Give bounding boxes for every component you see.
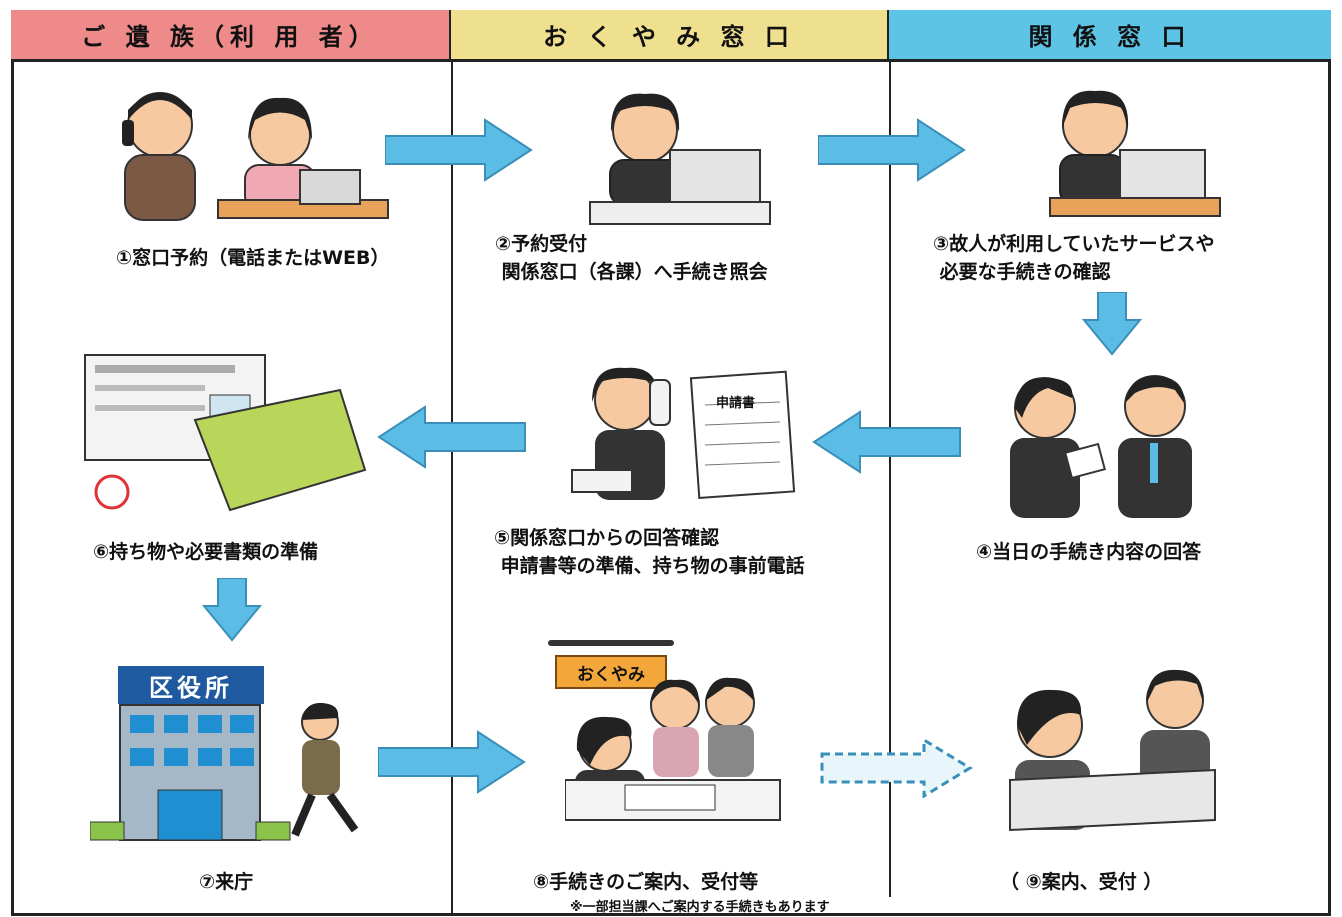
step-2-caption: ②予約受付 関係窓口（各課）へ手続き照会 [495,233,768,283]
explanation-illustration [1010,375,1192,518]
arrow-right-2-to-3 [818,118,966,182]
city-hall-illustration [90,702,359,841]
column-divider-right [889,62,891,897]
step-4-caption: ④当日の手続き内容の回答 [976,541,1202,563]
arrow-left-4-to-5 [812,410,961,474]
staff-laptop-illustration [589,93,771,225]
step-8-caption: ⑧手続きのご案内、受付等 [533,871,759,893]
step-3-caption: ③故人が利用していたサービスや 必要な手続きの確認 [933,233,1215,283]
column-header-okuyami: お く や み 窓 口 [451,10,889,62]
reception-illustration [1009,669,1216,832]
arrow-down-6-to-7 [202,578,262,642]
step-7-caption: ⑦来庁 [199,871,254,893]
related-staff-illustration [1049,90,1221,217]
step-9-caption: （ ⑨案内、受付 ） [1000,871,1163,893]
step-1-caption: ①窓口予約（電話またはWEB） [116,247,390,269]
reservation-illustration [122,92,389,221]
arrow-right-1-to-2 [385,118,533,182]
okuyami-sign: おくやみ [555,655,667,689]
phone-staff-illustration [571,367,796,500]
column-divider-left [451,62,453,915]
city-hall-label: 区役所 [118,666,264,704]
arrow-left-5-to-6 [377,405,526,469]
arrow-down-3-to-4 [1082,292,1142,356]
step-6-caption: ⑥持ち物や必要書類の準備 [93,541,319,563]
column-header-user: ご 遺 族（利 用 者） [11,10,451,62]
arrow-right-7-to-8 [378,730,526,794]
column-header-related: 関 係 窓 口 [889,10,1331,62]
arrow-dashed-8-to-9 [820,738,973,798]
step-5-caption: ⑤関係窓口からの回答確認 申請書等の準備、持ち物の事前電話 [494,527,805,577]
footnote: ※一部担当課へご案内する手続きもあります [570,900,830,915]
sign-bar [548,640,674,646]
counter-illustration [565,677,781,821]
documents-illustration [84,354,367,512]
form-title: 申請書 [716,396,756,411]
